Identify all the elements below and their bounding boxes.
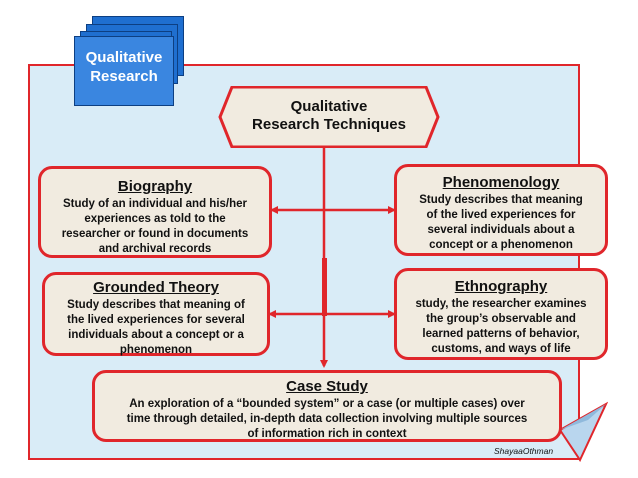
- grounded-theory-line: Study describes that meaning of: [67, 299, 245, 311]
- ethnography-title: Ethnography: [454, 278, 548, 295]
- ethnography-line: study, the researcher examines: [415, 298, 587, 310]
- grounded-theory-description: Study describes that meaning of the live…: [45, 298, 267, 358]
- biography-line: researcher or found in documents: [61, 228, 249, 240]
- biography-line: experiences as told to the: [84, 213, 226, 225]
- case-study-title: Case Study: [286, 378, 368, 395]
- ethnography-line: customs, and ways of life: [431, 343, 571, 355]
- badge-line-1: Qualitative: [85, 49, 163, 66]
- phenomenology-line: several individuals about a: [427, 224, 575, 236]
- biography-description: Study of an individual and his/her exper…: [41, 197, 269, 257]
- phenomenology-line: concept or a phenomenon: [429, 239, 573, 251]
- header-title: Qualitative Research Techniques: [230, 98, 428, 134]
- header-hexagon: [218, 86, 440, 148]
- ethnography-description: study, the researcher examines the group…: [397, 297, 605, 357]
- phenomenology-line: of the lived experiences for: [426, 209, 576, 221]
- grounded-theory-box: Grounded Theory Study describes that mea…: [42, 272, 270, 356]
- phenomenology-title: Phenomenology: [442, 174, 560, 191]
- biography-line: and archival records: [98, 243, 212, 255]
- grounded-theory-line: the lived experiences for several: [67, 314, 245, 326]
- ethnography-box: Ethnography study, the researcher examin…: [394, 268, 608, 360]
- ethnography-line: the group’s observable and: [426, 313, 576, 325]
- trunk-thick-segment: [322, 258, 327, 316]
- author-signature: ShayaaOthman: [494, 446, 554, 456]
- case-study-box: Case Study An exploration of a “bounded …: [92, 370, 562, 442]
- biography-line: Study of an individual and his/her: [62, 198, 248, 210]
- case-study-line: of information rich in context: [247, 428, 407, 440]
- badge-line-2: Research: [90, 68, 158, 85]
- grounded-theory-line: individuals about a concept or a: [68, 329, 244, 341]
- grounded-theory-line: phenomenon: [119, 344, 193, 356]
- grounded-theory-title: Grounded Theory: [93, 279, 219, 296]
- phenomenology-line: Study describes that meaning: [419, 194, 583, 206]
- case-study-line: An exploration of a “bounded system” or …: [129, 398, 525, 410]
- header-line-1: Qualitative: [290, 98, 368, 115]
- header-line-2: Research Techniques: [252, 116, 406, 133]
- biography-title: Biography: [117, 178, 193, 195]
- case-study-description: An exploration of a “bounded system” or …: [95, 397, 559, 442]
- page-curl-decoration: [558, 401, 608, 462]
- phenomenology-description: Study describes that meaning of the live…: [397, 193, 605, 253]
- biography-box: Biography Study of an individual and his…: [38, 166, 272, 258]
- case-study-line: time through detailed, in-depth data col…: [126, 413, 528, 425]
- phenomenology-box: Phenomenology Study describes that meani…: [394, 164, 608, 256]
- qualitative-research-badge: Qualitative Research: [74, 36, 174, 106]
- ethnography-line: learned patterns of behavior,: [422, 328, 580, 340]
